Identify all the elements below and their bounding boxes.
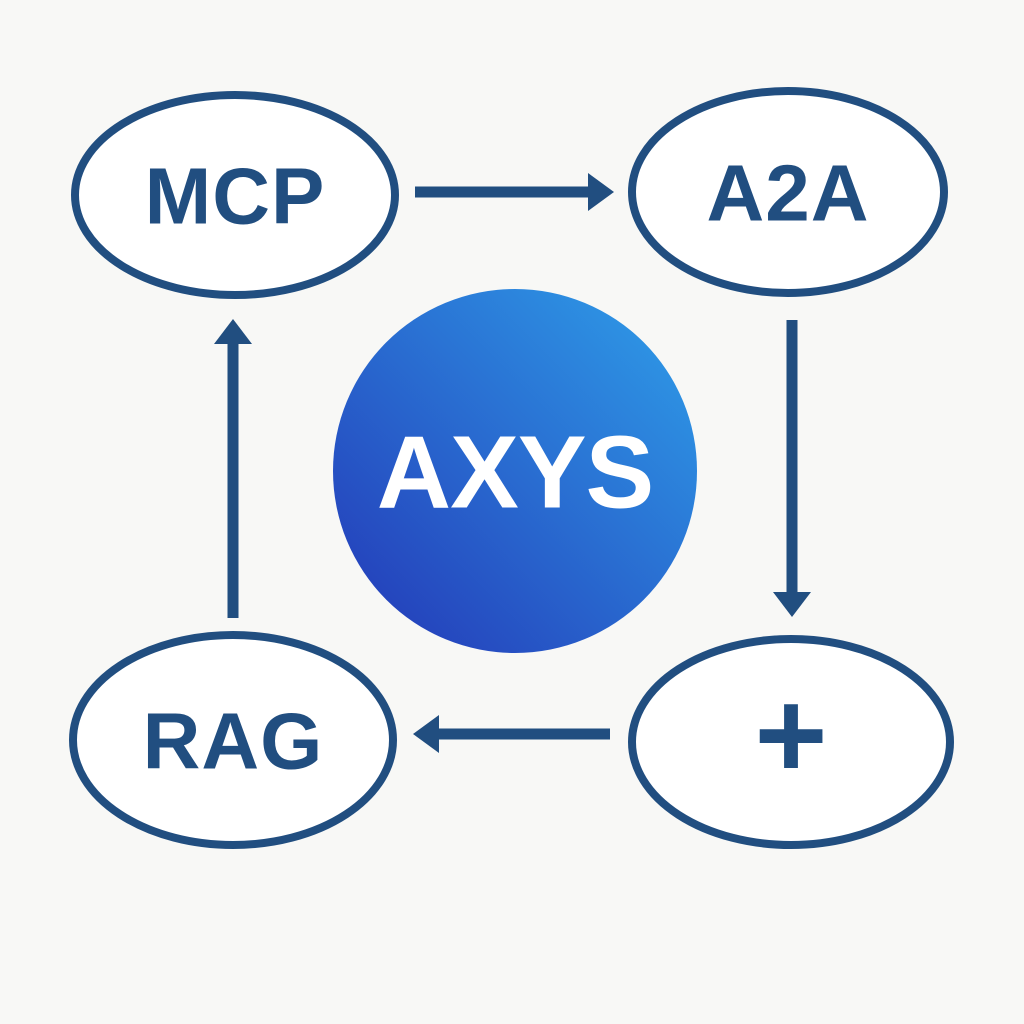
node-a2a: A2A [628, 87, 948, 297]
axys-circle [333, 289, 697, 653]
node-mcp: MCP [71, 91, 399, 299]
plus-ellipse [628, 635, 954, 849]
mcp-ellipse [71, 91, 399, 299]
arrow-rag-to-mcp [214, 319, 252, 618]
a2a-ellipse [628, 87, 948, 297]
arrow-a2a-to-plus [773, 320, 811, 617]
center-node-axys: AXYS [333, 289, 697, 653]
arrow-rag-to-mcp-head [214, 319, 252, 344]
mcp-label: MCP [145, 151, 326, 240]
rag-label: RAG [143, 696, 324, 785]
node-rag: RAG [69, 631, 397, 849]
node-plus: + [628, 635, 954, 849]
a2a-label: A2A [706, 148, 869, 237]
arrow-mcp-to-a2a [415, 173, 614, 211]
arrow-plus-to-rag-head [413, 715, 439, 753]
arrow-plus-to-rag [413, 715, 610, 753]
arrow-a2a-to-plus-head [773, 592, 811, 617]
rag-ellipse [69, 631, 397, 849]
axys-label: AXYS [377, 415, 653, 530]
arrow-mcp-to-a2a-head [588, 173, 614, 211]
plus-label: + [755, 666, 828, 805]
